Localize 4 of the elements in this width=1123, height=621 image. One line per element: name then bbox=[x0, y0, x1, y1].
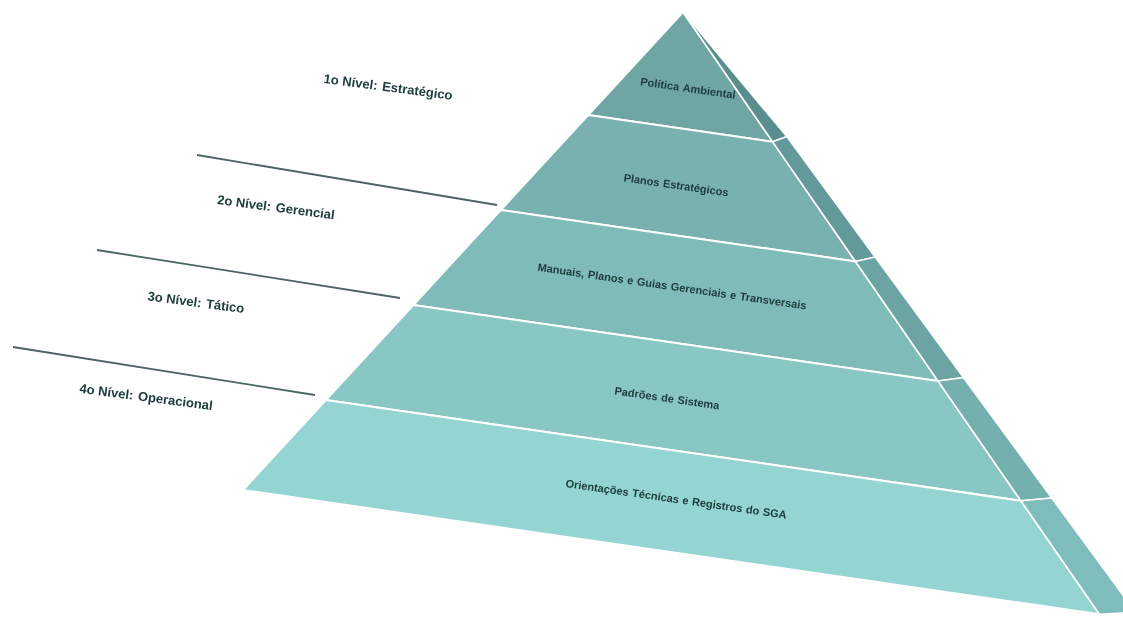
level-label: 3o Nível: Tático bbox=[147, 291, 244, 313]
level-label: 2o Nível: Gerencial bbox=[217, 195, 335, 220]
level-label: 1o Nível: Estratégico bbox=[324, 74, 452, 100]
level-label: 4o Nível: Operacional bbox=[79, 384, 213, 410]
